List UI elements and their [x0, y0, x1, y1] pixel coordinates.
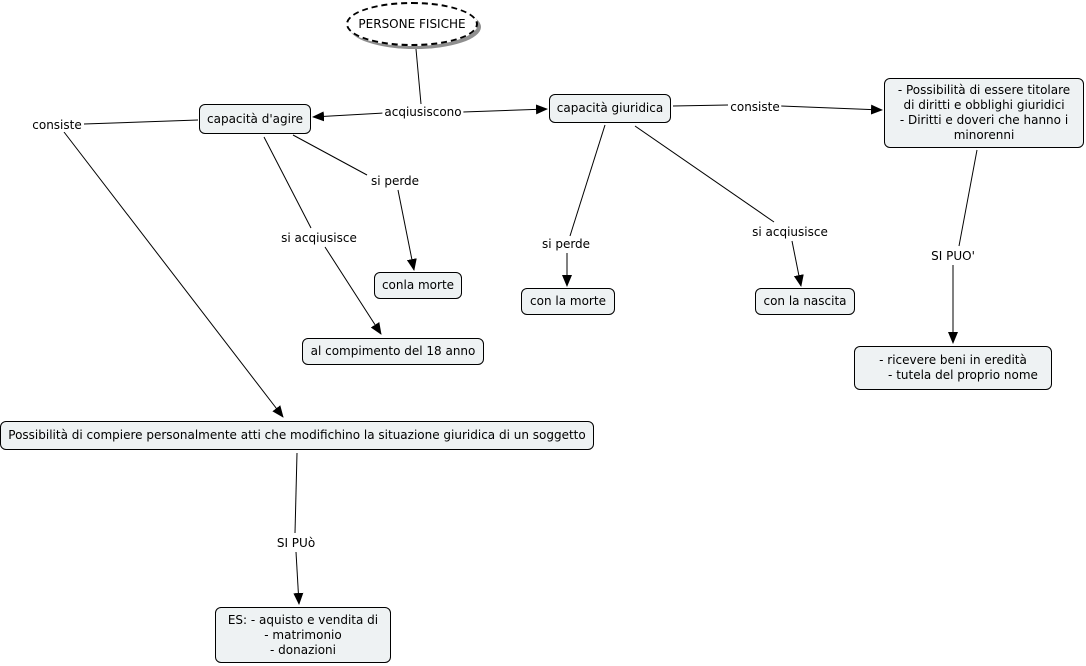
concept-text-line: ES: - aquisto e vendita di: [227, 612, 379, 627]
concept-capacita-agire[interactable]: capacità d'agire: [199, 104, 311, 134]
edge-agire-to-si-acquisisce: [263, 136, 312, 229]
edge-consiste-to-definizione: [780, 104, 883, 115]
concept-text-line: minorenni: [953, 128, 1015, 142]
concept-label: con la morte: [530, 294, 606, 308]
concept-label: capacità d'agire: [207, 111, 303, 126]
concept-con-la-morte[interactable]: con la morte: [521, 288, 615, 315]
concept-label: con la nascita: [763, 294, 847, 308]
concept-con-la-nascita[interactable]: con la nascita: [755, 288, 855, 315]
root-concept-label: PERSONE FISICHE: [358, 17, 466, 31]
link-label-consiste-left[interactable]: consiste: [30, 118, 84, 132]
concept-text-line: - matrimonio: [264, 627, 342, 642]
concept-text-line: - donazioni: [270, 642, 336, 657]
concept-esempi[interactable]: ES: - aquisto e vendita di - matrimonio …: [215, 607, 391, 663]
concept-text-line: - tutela del proprio nome: [888, 368, 1038, 382]
edge-agire-to-si-perde: [292, 134, 368, 176]
concept-capacita-giuridica[interactable]: capacità giuridica: [549, 94, 671, 123]
edge-giuridica-to-si-acquisisce: [634, 125, 775, 223]
link-label-si-perde-agire[interactable]: si perde: [368, 174, 422, 188]
concept-text-line: - Possibilità di essere titolare: [897, 83, 1071, 97]
root-concept-persone-fisiche[interactable]: PERSONE FISICHE: [346, 2, 478, 46]
edge-definizione-to-si-puo: [958, 149, 978, 247]
concept-text-line: di diritti e obblighi giuridici: [903, 98, 1065, 112]
edge-si-acquisisce-to-nascita: [791, 240, 804, 287]
link-label-acquisiscono[interactable]: acqiusiscono: [382, 105, 464, 119]
edge-si-perde-to-conla-morte: [397, 189, 417, 271]
link-label-si-puo-right[interactable]: SI PUO': [929, 249, 977, 263]
link-label-consiste-right[interactable]: consiste: [728, 100, 782, 114]
concept-definizione-capacita-giuridica[interactable]: - Possibilità di essere titolare di diri…: [884, 78, 1084, 148]
edge-giuridica-to-consiste: [672, 104, 729, 107]
link-label-si-acquisisce-agire[interactable]: si acqiusisce: [279, 231, 359, 245]
link-label-si-perde-giuridica[interactable]: si perde: [539, 237, 593, 251]
link-label-si-puo-bottom[interactable]: SI PUò: [274, 536, 318, 550]
concept-possibilita-compiere-atti[interactable]: Possibilità di compiere personalmente at…: [0, 421, 594, 450]
concept-compimento-18-anno[interactable]: al compimento del 18 anno: [302, 338, 484, 365]
edge-si-puo-to-esempi: [293, 551, 304, 605]
link-label-si-acquisisce-giuridica[interactable]: si acqiusisce: [750, 225, 830, 239]
edge-giuridica-to-si-perde: [569, 124, 606, 237]
concept-ricevere-beni[interactable]: - ricevere beni in eredità - tutela del …: [854, 346, 1052, 390]
concept-label: capacità giuridica: [556, 101, 664, 115]
edge-consiste-to-possibilita: [63, 131, 284, 418]
concept-label: al compimento del 18 anno: [310, 344, 476, 358]
concept-text-line: - Diritti e doveri che hanno i: [899, 113, 1069, 127]
concept-text-line: - ricevere beni in eredità: [879, 353, 1027, 367]
edge-root-to-acquisiscono: [415, 48, 422, 105]
edge-acquisiscono-to-agire: [312, 111, 385, 122]
edge-acquisiscono-to-giuridica: [462, 104, 548, 115]
edge-si-acquisisce-to-compimento: [324, 246, 382, 335]
edge-agire-to-consiste: [83, 119, 199, 125]
concept-label: conla morte: [381, 278, 455, 292]
concept-conla-morte[interactable]: conla morte: [374, 272, 462, 299]
concept-label: Possibilità di compiere personalmente at…: [8, 428, 586, 442]
edge-possibilita-to-si-puo: [294, 452, 298, 534]
